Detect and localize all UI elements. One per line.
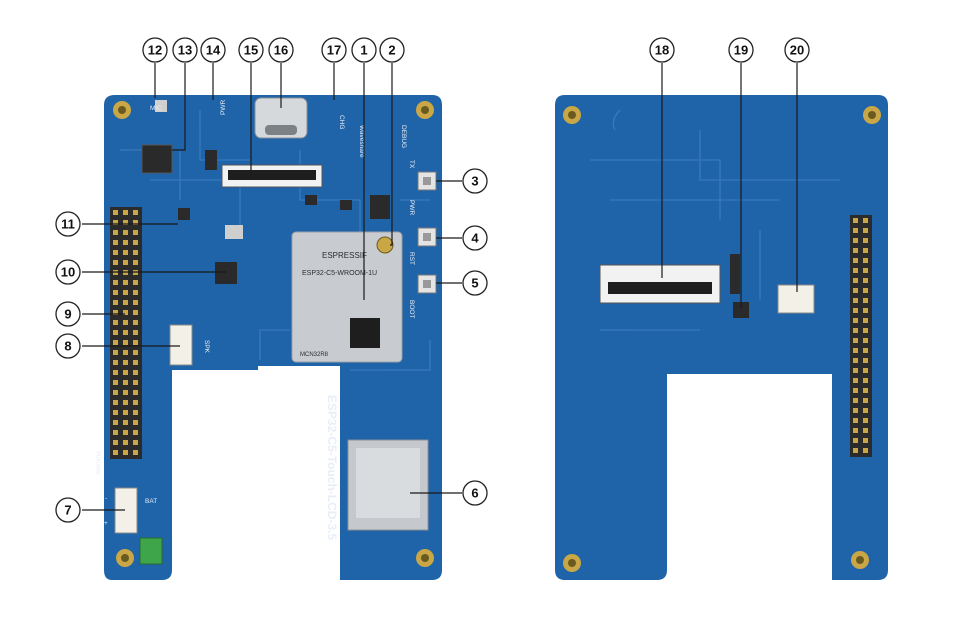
small-chip-10 (215, 262, 237, 284)
back-mounting-holes (563, 106, 881, 572)
callout-7: 7 (55, 497, 81, 523)
callout-label: 6 (471, 486, 478, 501)
callout-label: 4 (471, 231, 479, 246)
callout-label: 19 (734, 43, 748, 58)
silk-debug: DEBUG (400, 125, 407, 148)
callout-9: 9 (55, 301, 81, 327)
silk-chg: CHG (338, 115, 345, 129)
callout-4: 4 (462, 225, 488, 251)
mounting-holes (113, 101, 434, 567)
callout-6: 6 (462, 480, 488, 506)
callout-label: 2 (388, 43, 395, 58)
callout-15: 15 (238, 37, 264, 63)
silk-tx: TX (408, 160, 415, 169)
callout-13: 13 (172, 37, 198, 63)
callout-2: 2 (379, 37, 405, 63)
back-board (555, 95, 888, 580)
callout-label: 16 (274, 43, 288, 58)
leader-lines (82, 63, 798, 511)
silk-minus: - (105, 495, 107, 502)
callout-17: 17 (321, 37, 347, 63)
silk-pwr: PWR (220, 100, 227, 115)
board-title: ESP32-C5-Touch-LCD-3.5 (325, 395, 339, 540)
silk-pwr-key: PWR (408, 200, 415, 215)
silk-spk: SPK (203, 340, 210, 354)
callout-5: 5 (462, 270, 488, 296)
imu-sensor (733, 302, 749, 318)
back-pcb (555, 95, 888, 580)
antenna-connector (376, 236, 394, 254)
gpio-pin-header (110, 207, 142, 459)
back-traces (590, 109, 840, 331)
callout-11: 11 (55, 211, 81, 237)
callout-10: 10 (55, 259, 81, 285)
small-chip-11 (178, 208, 190, 220)
module-name: ESP32-C5-WROOM-1U (302, 270, 377, 277)
silk-rst: RST (408, 252, 415, 265)
microphone (155, 100, 167, 112)
silk-mic: MIC (150, 105, 162, 112)
callout-14: 14 (200, 37, 226, 63)
callout-label: 8 (64, 339, 71, 354)
callout-label: 9 (64, 307, 71, 322)
callout-label: 15 (244, 43, 258, 58)
callout-18: 18 (649, 37, 675, 63)
silk-boot: BOOT (408, 300, 415, 318)
callout-1: 1 (351, 37, 377, 63)
callout-label: 13 (178, 43, 192, 58)
callout-16: 16 (268, 37, 294, 63)
callout-label: 5 (471, 276, 478, 291)
callout-12: 12 (142, 37, 168, 63)
callout-3: 3 (462, 168, 488, 194)
callout-8: 8 (55, 333, 81, 359)
front-silkscreen: MIC PWR CHG Waveshare DEBUG TX PWR RST B… (95, 100, 415, 541)
silk-bat: BAT (145, 498, 157, 505)
side-buttons (417, 171, 437, 294)
callout-label: 7 (64, 503, 71, 518)
callout-label: 11 (61, 217, 75, 232)
silk-brand: Waveshare (358, 125, 365, 158)
silk-warning: Warning (95, 451, 102, 475)
callout-label: 20 (790, 43, 804, 58)
callout-label: 10 (61, 265, 75, 280)
callout-label: 14 (206, 43, 221, 58)
silk-plus: + (104, 520, 108, 527)
callout-label: 12 (148, 43, 162, 58)
back-small-connector (777, 284, 815, 314)
callout-20: 20 (784, 37, 810, 63)
callout-label: 18 (655, 43, 669, 58)
callout-label: 1 (360, 43, 367, 58)
speaker-connector (169, 324, 193, 366)
module-brand: ESPRESSIF (322, 251, 367, 260)
callout-label: 3 (471, 174, 478, 189)
callout-19: 19 (728, 37, 754, 63)
back-pin-header (850, 215, 872, 457)
callout-label: 17 (327, 43, 341, 58)
module-code: MCN32R8 (300, 352, 329, 358)
front-board: ESPRESSIF ESP32-C5-WROOM-1U MCN32R8 MIC … (95, 95, 442, 580)
audio-codec-chip (141, 144, 173, 174)
